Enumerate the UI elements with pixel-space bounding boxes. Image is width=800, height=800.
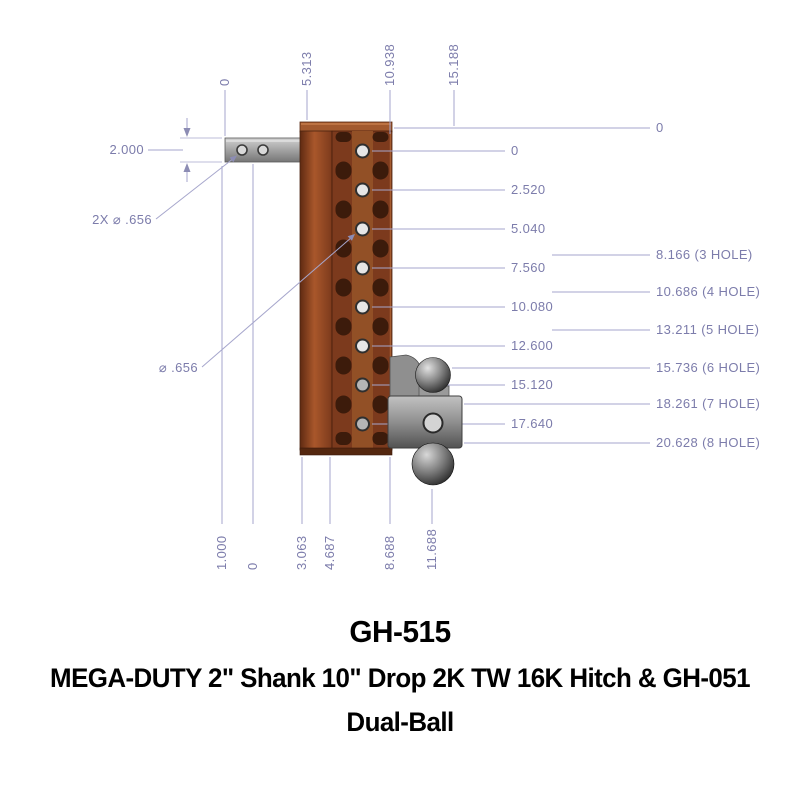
dimension-label: 5.313 [299,51,314,86]
dimension-label: 5.040 [511,221,546,236]
dimension-label: 0 [245,562,260,570]
dimension-label: 12.600 [511,338,553,353]
product-description-line2: Dual-Ball [346,707,454,737]
channel-slots [335,132,389,445]
bar-hole-pinned [355,377,370,393]
bar-hole [355,260,370,276]
dimension-label: ⌀ .656 [159,360,198,375]
shank-hole [257,144,269,156]
top-ordinate-dimensions: 0 5.313 10.938 15.188 [217,44,461,136]
dimension-label: 0 [656,120,664,135]
bar-hole [355,221,370,237]
dimension-label: 17.640 [511,416,553,431]
dual-ball-mount [387,354,463,486]
dimension-label: 15.188 [446,44,461,86]
drop-bar-plate [299,130,333,451]
dimension-label: 10.686 (4 HOLE) [656,284,760,299]
shank-hole [236,144,248,156]
bar-hole [355,299,370,315]
dimension-label: 2.000 [109,142,144,157]
mount-hole [422,412,444,434]
dimension-label: 2X ⌀ .656 [92,212,152,227]
dimension-label: 10.938 [382,44,397,86]
adjustment-holes [355,143,370,432]
bar-hole [355,143,370,159]
product-model: GH-515 [349,614,451,649]
dimension-label: 15.736 (6 HOLE) [656,360,760,375]
bottom-ordinate-dimensions: 1.000 0 3.063 4.687 8.688 11.688 [214,164,439,570]
dimension-label: 15.120 [511,377,553,392]
dimension-label: 1.000 [214,535,229,570]
dimension-label: 8.166 (3 HOLE) [656,247,753,262]
dimension-label: 20.628 (8 HOLE) [656,435,760,450]
dimension-label: 13.211 (5 HOLE) [656,322,759,337]
bar-hole [355,338,370,354]
hitch-technical-drawing: 0 5.313 10.938 15.188 1.000 0 3.063 4.68… [92,44,760,570]
drop-bar-bottom-face [299,447,393,456]
bar-hole [355,182,370,198]
dimension-label: 2.520 [511,182,546,197]
dimension-label: 18.261 (7 HOLE) [656,396,760,411]
dimension-label: 8.688 [382,535,397,570]
dimension-label: 10.080 [511,299,553,314]
dimension-label: 11.688 [424,529,439,570]
top-ball [415,357,451,393]
dimension-label: 7.560 [511,260,546,275]
bar-hole-pinned [355,416,370,432]
bottom-ball [411,442,455,486]
shank-height-dimension: 2.000 [109,118,222,182]
shank-hole-callout: 2X ⌀ .656 [92,155,237,227]
channel-center-spine [352,131,373,448]
hole-ordinate-dimensions: 0 2.520 5.040 7.560 10.080 12.600 15.120… [372,143,553,431]
bar-hole-callout: ⌀ .656 [159,234,355,375]
title-block: GH-515 MEGA-DUTY 2" Shank 10" Drop 2K TW… [0,598,800,738]
hitch-side-view [224,121,393,456]
dimension-label: 3.063 [294,535,309,570]
drop-position-dimensions: 0 8.166 (3 HOLE) 10.686 (4 HOLE) 13.211 … [394,120,760,450]
dimension-label: 4.687 [322,535,337,570]
dimension-label: 0 [511,143,519,158]
dimension-label: 0 [217,78,232,86]
product-description-line1: MEGA-DUTY 2" Shank 10" Drop 2K TW 16K Hi… [50,663,750,693]
